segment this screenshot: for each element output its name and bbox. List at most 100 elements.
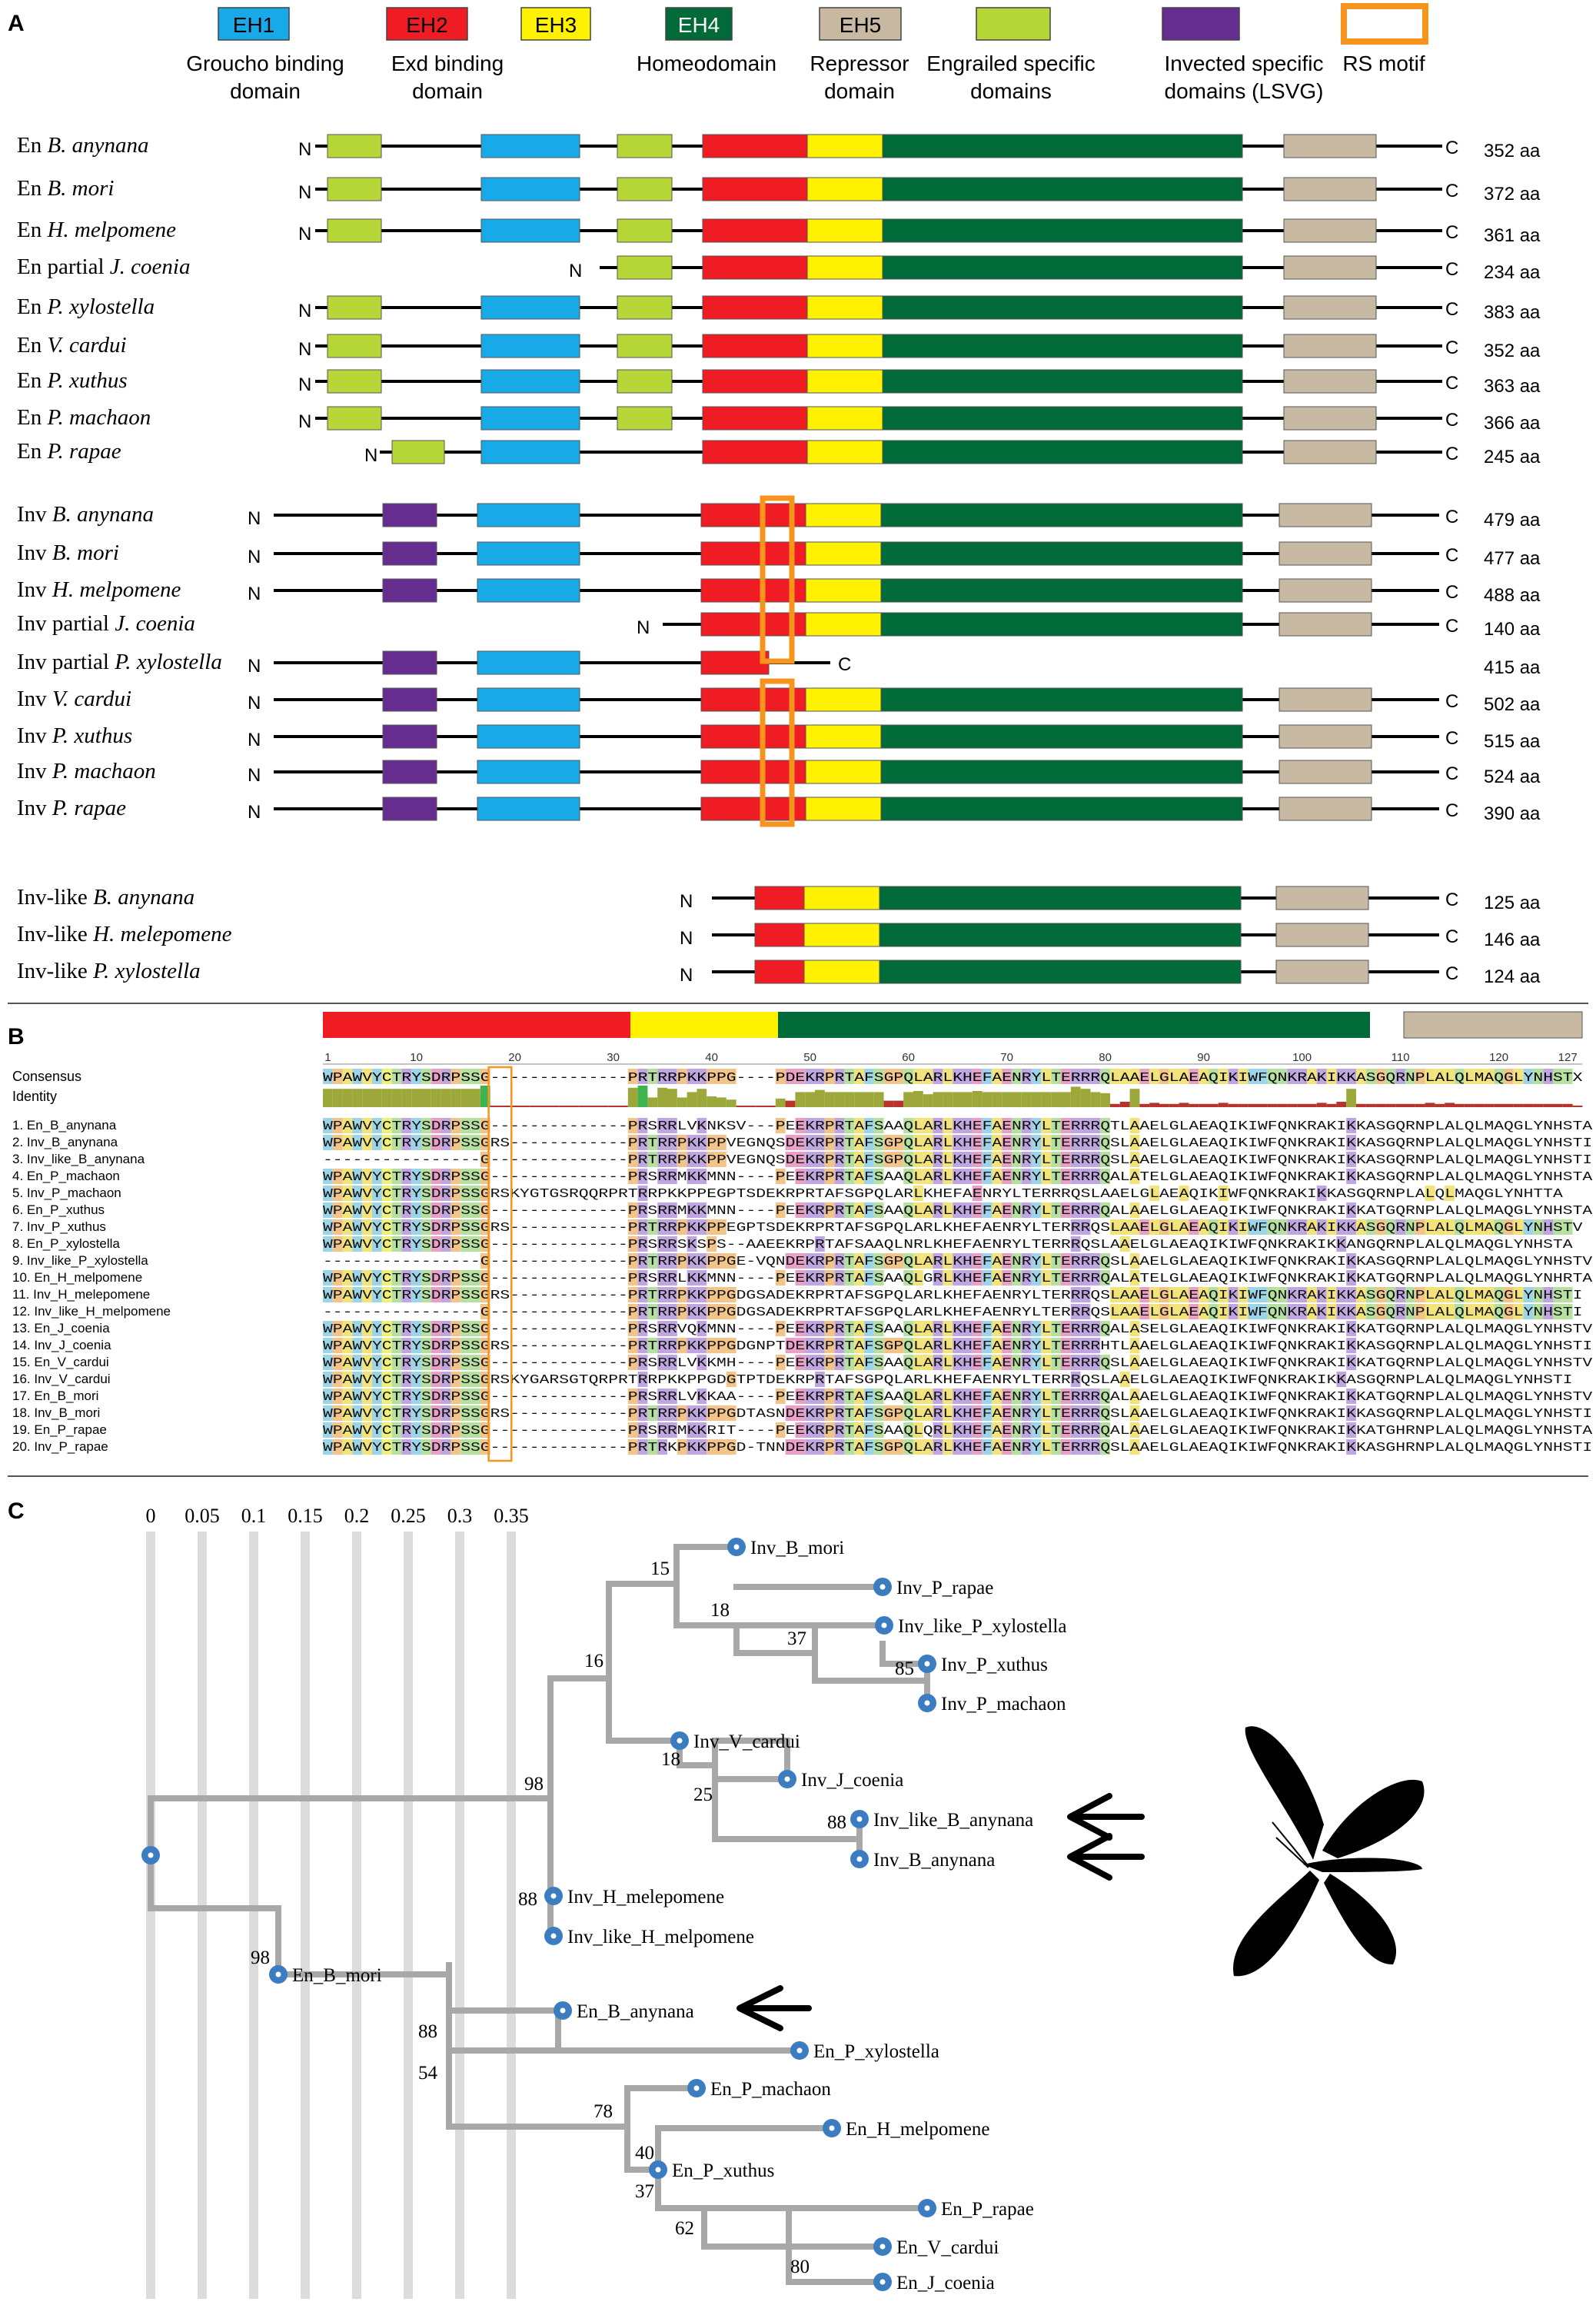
residue-cell (1031, 1135, 1042, 1150)
residue-cell (1061, 1405, 1071, 1421)
sequence-label: 7. Inv_P_xuthus (12, 1219, 106, 1234)
residue-cell (1346, 1219, 1356, 1235)
residue-cell (1021, 1135, 1032, 1150)
residue-cell (903, 1422, 913, 1438)
identity-bar (883, 1100, 894, 1107)
identity-bar (1149, 1103, 1159, 1107)
residue-cell (1002, 1270, 1012, 1286)
scale-label: 0.25 (391, 1505, 426, 1527)
residue-cell (362, 1439, 372, 1455)
residue-cell (381, 1372, 392, 1387)
residue-cell (1129, 1135, 1140, 1150)
protein-length: 524 aa (1484, 767, 1541, 787)
residue-cell (903, 1135, 913, 1150)
residue-cell (391, 1372, 402, 1387)
residue-cell (1129, 1338, 1140, 1353)
residue-cell (943, 1355, 953, 1370)
domain-eh3 (803, 960, 880, 984)
residue-cell (805, 1152, 815, 1167)
residue-cell (893, 1152, 904, 1167)
identity-bar (323, 1089, 333, 1107)
residue-cell (1346, 1355, 1356, 1370)
domain-eh3 (806, 334, 883, 358)
residue-cell (1012, 1169, 1022, 1184)
residue-cell (834, 1338, 845, 1353)
domain-en (617, 134, 673, 158)
residue-cell (362, 1236, 372, 1252)
residue-cell (1051, 1355, 1061, 1370)
residue-cell (854, 1439, 864, 1455)
consensus-cell (717, 1069, 727, 1084)
residue-cell (1090, 1338, 1101, 1353)
residue-cell (854, 1202, 864, 1218)
tree-leaf: Inv_like_P_xylostella (875, 1616, 1066, 1637)
consensus-cell (381, 1069, 392, 1084)
residue-cell (372, 1219, 382, 1235)
residue-cell (1012, 1338, 1022, 1353)
residue-cell (470, 1169, 480, 1184)
leaf-label: Inv_P_xuthus (941, 1655, 1048, 1675)
residue-cell (913, 1186, 923, 1201)
residue-cell (647, 1219, 658, 1235)
residue-cell (342, 1422, 353, 1438)
residue-cell (923, 1355, 933, 1370)
residue-cell (411, 1202, 421, 1218)
residue-cell (1129, 1152, 1140, 1167)
residue-cell (421, 1118, 431, 1133)
sequence-label: 3. Inv_like_B_anynana (12, 1152, 145, 1166)
consensus-cell (1504, 1069, 1514, 1084)
identity-bar (1080, 1089, 1091, 1107)
identity-bar (1012, 1092, 1022, 1107)
domain-eh5 (1278, 541, 1372, 566)
residue-cell (657, 1405, 667, 1421)
residue-cell (627, 1422, 638, 1438)
residue-cell (372, 1118, 382, 1133)
residue-cell (352, 1389, 363, 1404)
residue-cell (411, 1169, 421, 1184)
consensus-sequence: WPAWVYCTRYSDRPSSG--------------PRTRRPKKP… (323, 1071, 1583, 1085)
residue-cell (1110, 1287, 1120, 1302)
residue-cell (1051, 1270, 1061, 1286)
residue-cell (982, 1152, 993, 1167)
residue-cell (795, 1152, 806, 1167)
consensus-cell (1533, 1069, 1544, 1084)
residue-cell (657, 1321, 667, 1336)
residue-cell (627, 1202, 638, 1218)
domain-eh3 (805, 503, 882, 527)
residue-cell (1080, 1405, 1091, 1421)
domain-eh4 (880, 687, 1243, 712)
residue-cell (1513, 1287, 1524, 1302)
residue-cell (775, 1321, 786, 1336)
residue-cell (1533, 1287, 1544, 1302)
residue-cell (657, 1118, 667, 1133)
residue-cell (883, 1253, 894, 1269)
consensus-cell (854, 1069, 864, 1084)
residue-cell (342, 1135, 353, 1150)
residue-cell (933, 1405, 943, 1421)
protein-length: 124 aa (1484, 966, 1541, 987)
residue-cell (1326, 1219, 1337, 1235)
leaf-label: Inv_like_P_xylostella (898, 1616, 1066, 1637)
identity-bar (697, 1089, 707, 1107)
residue-cell (411, 1270, 421, 1286)
residue-cell (1129, 1422, 1140, 1438)
residue-cell (717, 1439, 727, 1455)
consensus-cell (1090, 1069, 1101, 1084)
residue-cell (687, 1338, 697, 1353)
residue-cell (1002, 1321, 1012, 1336)
domain-eh2 (700, 687, 806, 712)
residue-cell (1002, 1169, 1012, 1184)
residue-cell (391, 1355, 402, 1370)
residue-cell (461, 1439, 470, 1455)
residue-cell (697, 1152, 707, 1167)
domain-eh1 (480, 218, 580, 243)
residue-cell (953, 1270, 963, 1286)
domain-eh2 (700, 503, 806, 527)
residue-cell (323, 1186, 333, 1201)
residue-cell (963, 1169, 973, 1184)
domain-eh1 (480, 295, 580, 320)
residue-cell (1543, 1287, 1553, 1302)
residue-cell (1021, 1202, 1032, 1218)
